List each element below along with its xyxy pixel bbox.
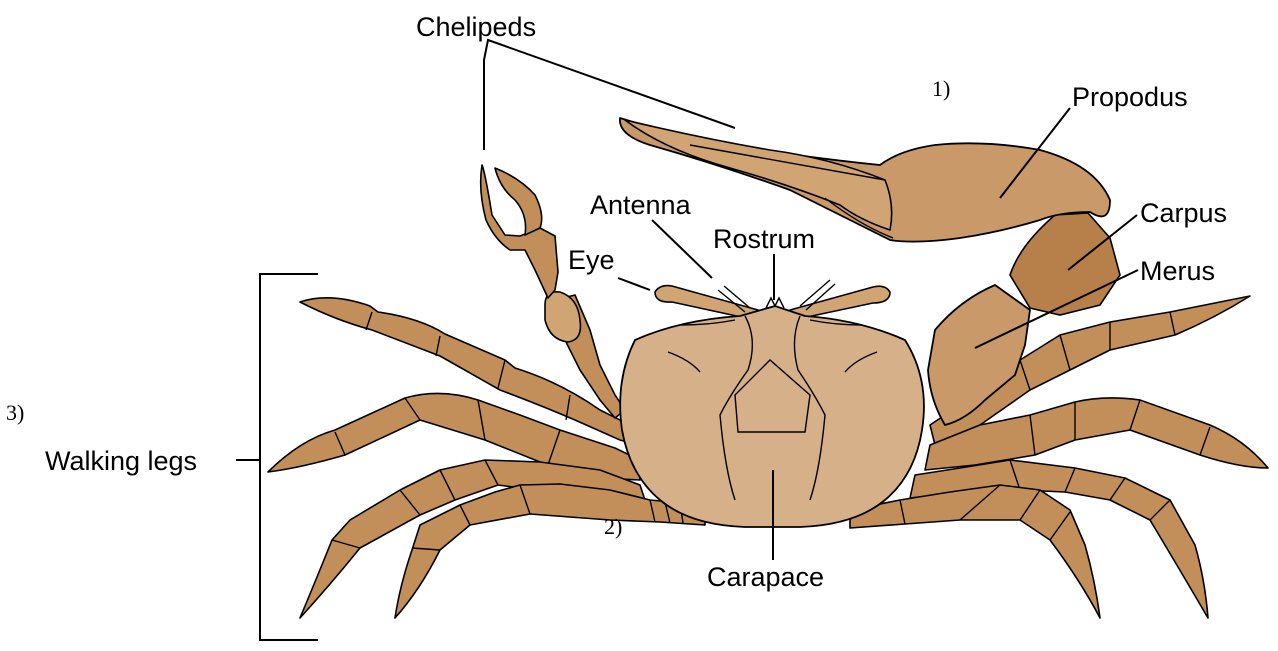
label-rostrum: Rostrum (713, 224, 815, 254)
label-carapace: Carapace (707, 562, 824, 592)
major-merus (928, 285, 1030, 425)
left-leg-3 (300, 460, 645, 618)
antenna-leader (652, 220, 712, 278)
label-eye: Eye (568, 245, 615, 275)
label-antenna: Antenna (590, 190, 692, 220)
marker-3: 3) (6, 400, 24, 425)
label-walking-legs: Walking legs (45, 446, 197, 476)
label-propodus: Propodus (1072, 82, 1188, 112)
label-merus: Merus (1140, 256, 1215, 286)
marker-2: 2) (604, 514, 622, 539)
small-cheliped-dactyl (495, 168, 542, 235)
chelipeds-bracket-line (484, 40, 735, 150)
right-eyestalk (790, 286, 890, 320)
major-carpus (1010, 213, 1120, 315)
label-chelipeds: Chelipeds (416, 12, 536, 42)
marker-1: 1) (932, 76, 950, 101)
eye-leader (618, 278, 650, 290)
label-carpus: Carpus (1140, 198, 1227, 228)
right-leg-4 (850, 485, 1100, 618)
